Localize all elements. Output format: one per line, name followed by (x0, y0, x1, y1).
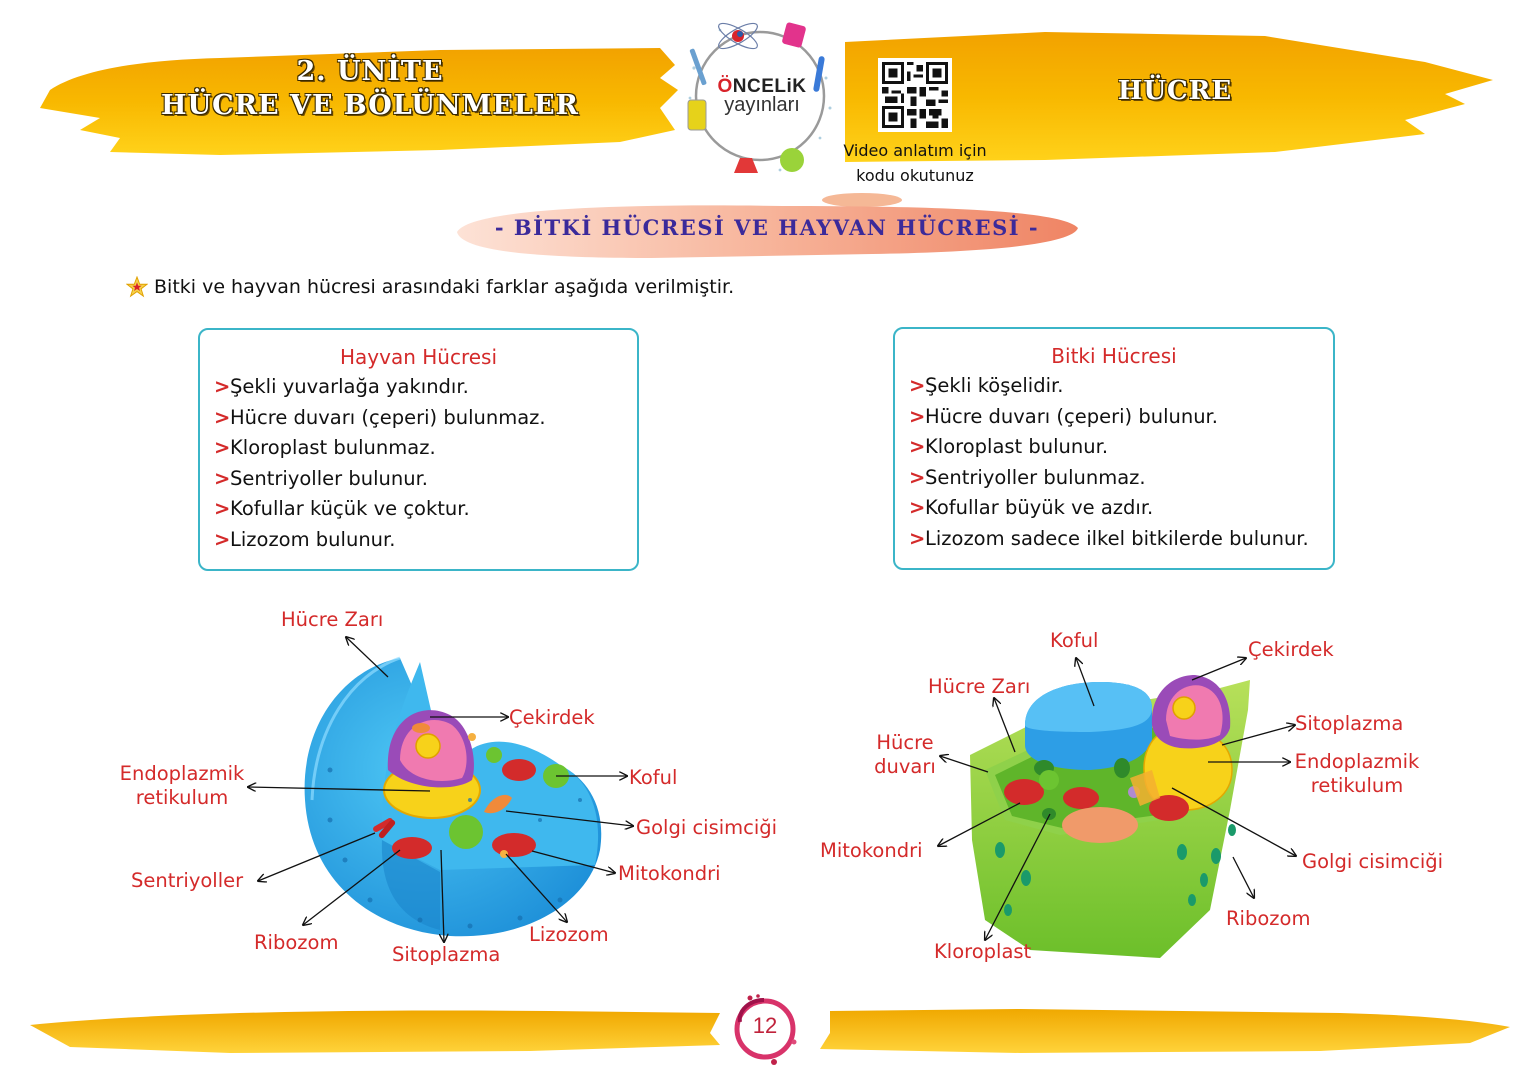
list-item: >Lizozom sadece ilkel bitkilerde bulunur… (909, 524, 1319, 555)
star-icon (126, 276, 148, 298)
list-item: >Şekli yuvarlağa yakındır. (214, 372, 623, 403)
animal-label-centrioles: Sentriyoller (131, 869, 244, 892)
flask-icon (687, 99, 707, 131)
chevron-right-icon: > (214, 375, 231, 398)
animal-label-golgi: Golgi cisimciği (636, 816, 778, 839)
plant-label-cell-membrane: Hücre Zarı (928, 675, 1031, 698)
chevron-right-icon: > (214, 436, 231, 460)
animal-cell-box: Hayvan Hücresi >Şekli yuvarlağa yakındır… (198, 328, 639, 571)
animal-label-nucleus: Çekirdek (509, 706, 595, 729)
publisher-name: ÖNCELiK yayınları (717, 76, 807, 116)
animal-label-cytoplasm: Sitoplazma (392, 943, 501, 966)
plant-label-mitochondria: Mitokondri (820, 839, 923, 862)
chevron-right-icon: > (909, 404, 926, 428)
chevron-right-icon: > (214, 527, 231, 551)
topic-title: HÜCRE (1117, 76, 1233, 106)
animal-label-vacuole: Koful (629, 766, 678, 789)
plant-label-cell-wall: Hücre duvarı (874, 731, 936, 778)
thermometer-icon (689, 48, 707, 86)
intro-text: Bitki ve hayvan hücresi arasındaki farkl… (154, 276, 735, 298)
list-item: >Sentriyoller bulunur. (214, 464, 623, 495)
animal-cell-title: Hayvan Hücresi (339, 345, 498, 369)
section-title: - BİTKİ HÜCRESİ VE HAYVAN HÜCRESİ - (494, 215, 1040, 240)
list-item: >Kloroplast bulunmaz. (214, 433, 623, 464)
plant-label-er: Endoplazmik retikulum (1294, 750, 1420, 797)
animal-label-cell-membrane: Hücre Zarı (281, 608, 384, 631)
chevron-right-icon: > (214, 497, 231, 521)
plant-cell-diagram (800, 620, 1500, 980)
footer-right-brush (820, 1003, 1510, 1055)
unit-title: 2. ÜNİTE HÜCRE VE BÖLÜNMELER (150, 55, 590, 123)
header-right-brush (845, 22, 1505, 162)
plant-cell-list: >Şekli köşelidir. >Hücre duvarı (çeperi)… (909, 371, 1319, 555)
plant-label-nucleus: Çekirdek (1248, 638, 1334, 661)
chevron-right-icon: > (909, 435, 926, 459)
chevron-right-icon: > (909, 496, 926, 520)
plant-label-vacuole: Koful (1050, 629, 1099, 652)
plant-cell-title: Bitki Hücresi (1051, 344, 1177, 368)
atom-icon (718, 22, 758, 50)
plant-label-ribosome: Ribozom (1226, 907, 1311, 930)
unit-name: HÜCRE VE BÖLÜNMELER (161, 90, 579, 121)
qr-caption: Video anlatım için kodu okutunuz (843, 141, 987, 185)
animal-label-lysosome: Lizozom (529, 923, 609, 946)
animal-cell-diagram (0, 600, 800, 980)
unit-number: 2. ÜNİTE (296, 56, 444, 87)
chevron-right-icon: > (909, 526, 926, 550)
list-item: >Şekli köşelidir. (909, 371, 1319, 402)
chevron-right-icon: > (909, 465, 926, 489)
list-item: >Kofullar büyük ve azdır. (909, 493, 1319, 524)
animal-label-mitochondria: Mitokondri (618, 862, 721, 885)
plant-label-golgi: Golgi cisimciği (1302, 850, 1444, 873)
publisher-logo-mark: Ö (717, 76, 733, 97)
list-item: >Lizozom bulunur. (214, 525, 623, 556)
list-item: >Hücre duvarı (çeperi) bulunur. (909, 402, 1319, 433)
chevron-right-icon: > (909, 374, 926, 397)
footer-left-brush (30, 1003, 720, 1055)
publisher-logo (680, 8, 840, 178)
list-item: >Sentriyoller bulunmaz. (909, 463, 1319, 494)
list-item: >Kofullar küçük ve çoktur. (214, 494, 623, 525)
chevron-right-icon: > (214, 466, 231, 490)
test-tube-icon (813, 56, 825, 92)
intro-line: Bitki ve hayvan hücresi arasındaki farkl… (126, 276, 734, 298)
header-left-brush (20, 20, 680, 160)
page-number: 12 (752, 1013, 778, 1038)
chevron-right-icon: > (214, 405, 231, 429)
animal-label-ribosome: Ribozom (254, 931, 339, 954)
animal-label-er: Endoplazmik retikulum (119, 762, 245, 809)
beaker-icon (782, 22, 806, 48)
page-number-badge (728, 992, 802, 1066)
plant-label-chloroplast: Kloroplast (934, 940, 1032, 963)
plant-cell-box: Bitki Hücresi >Şekli köşelidir. >Hücre d… (893, 327, 1335, 570)
round-flask-icon (780, 148, 804, 172)
qr-code[interactable] (878, 58, 952, 132)
animal-cell-list: >Şekli yuvarlağa yakındır. >Hücre duvarı… (214, 372, 623, 556)
section-banner-shape (452, 192, 1082, 264)
list-item: >Kloroplast bulunur. (909, 432, 1319, 463)
plant-label-cytoplasm: Sitoplazma (1295, 712, 1404, 735)
list-item: >Hücre duvarı (çeperi) bulunmaz. (214, 403, 623, 434)
conical-flask-icon (734, 158, 758, 173)
